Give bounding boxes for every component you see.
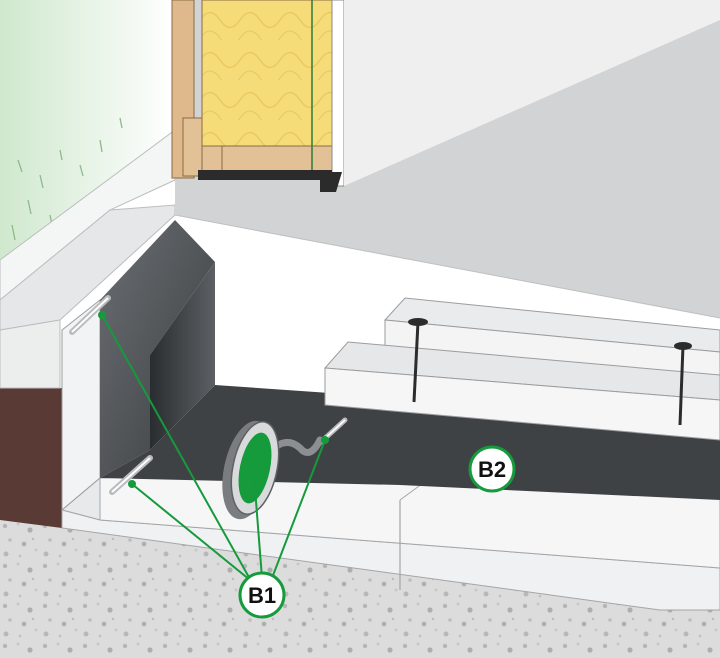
callout-b2: B2 — [468, 445, 516, 493]
wall-framing — [171, 0, 720, 192]
callout-b1-label: B1 — [248, 583, 276, 608]
nail-icon — [408, 318, 692, 426]
sidewalk-slab — [0, 129, 176, 301]
callout-b1: B1 — [238, 571, 286, 619]
callout-leaders — [101, 314, 326, 589]
membrane-back-wall — [150, 262, 215, 450]
soil-layer — [0, 388, 62, 528]
batt-insulation-icon — [201, 0, 333, 151]
foam-wall-front — [61, 298, 101, 512]
stacked-foam-boards — [323, 297, 720, 441]
tape-roll-icon — [222, 420, 324, 520]
gravel-bed — [0, 520, 720, 658]
membrane-bevel — [100, 220, 215, 478]
callout-dots — [98, 311, 329, 488]
callout-b2-label: B2 — [478, 457, 506, 482]
